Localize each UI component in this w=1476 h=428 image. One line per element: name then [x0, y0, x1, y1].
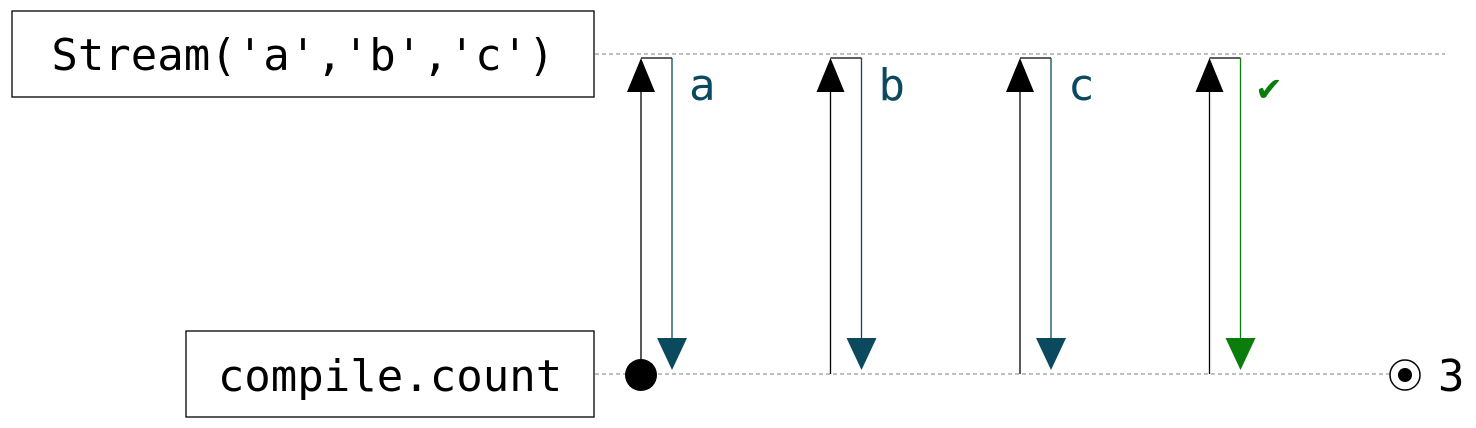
exchange-label: c [1068, 60, 1095, 111]
request-arrowhead [816, 58, 845, 92]
target-circle-dot [1398, 368, 1412, 382]
exchange-1: a [627, 57, 716, 374]
request-arrowhead [1006, 58, 1034, 92]
response-arrowhead [657, 338, 687, 370]
response-arrowhead [1225, 338, 1256, 370]
exchange-label: b [879, 60, 906, 111]
exchange-4: ✔ [1195, 57, 1281, 374]
source-box [11, 10, 595, 98]
exchange-label: a [689, 60, 716, 111]
exchange-group: a b c ✔ [627, 57, 1281, 374]
exchange-label: ✔ [1258, 65, 1281, 109]
result-marker: 3 [1389, 351, 1465, 402]
sink-label: compile.count [218, 351, 562, 402]
response-arrowhead [1036, 338, 1066, 370]
exchange-3: c [1006, 57, 1095, 374]
source-label: Stream('a','b','c') [51, 30, 554, 81]
request-arrowhead [1195, 58, 1224, 92]
result-value: 3 [1438, 351, 1465, 402]
request-arrowhead [627, 58, 655, 92]
sink-box [185, 330, 595, 418]
sink-node: compile.count [185, 330, 595, 418]
response-arrowhead [846, 338, 877, 370]
filled-circle-icon [625, 359, 657, 391]
source-node: Stream('a','b','c') [11, 10, 595, 98]
exchange-2: b [816, 57, 906, 374]
